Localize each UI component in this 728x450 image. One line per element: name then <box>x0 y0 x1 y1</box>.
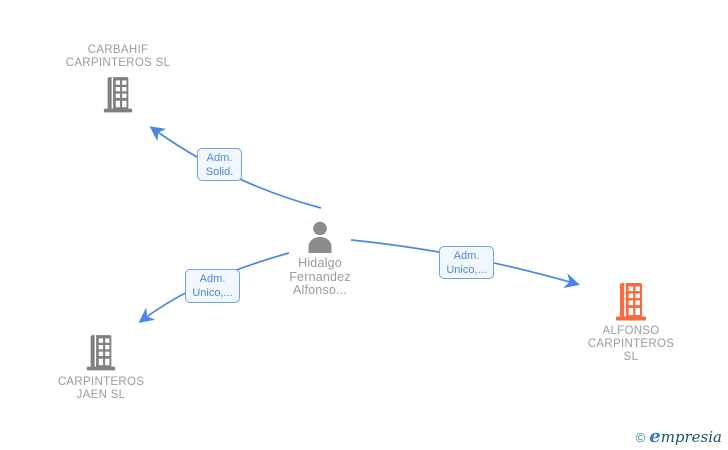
building-icon[interactable] <box>85 334 117 372</box>
person-icon[interactable] <box>307 221 333 253</box>
building-icon[interactable] <box>614 283 648 321</box>
edge-label-line: Adm. <box>199 273 226 285</box>
company-node-jaen[interactable]: CARPINTEROS JAEN SL <box>46 334 156 402</box>
edge-label-adm-solid[interactable]: Adm. Solid. <box>197 148 242 181</box>
copyright-symbol: © <box>635 430 646 445</box>
edge-label-adm-unico-right[interactable]: Adm. Unico,... <box>439 246 494 279</box>
company-node-alfonso[interactable]: ALFONSO CARPINTEROS SL <box>583 283 679 364</box>
person-node-hidalgo[interactable]: Hidalgo Fernandez Alfonso... <box>280 221 360 298</box>
brand-rest: mpresia <box>660 428 722 446</box>
person-name: Hidalgo Fernandez Alfonso... <box>289 256 351 297</box>
edge-label-line: Unico,... <box>192 287 233 299</box>
edge-label-line: Adm. <box>206 151 233 164</box>
empresia-logo[interactable]: © e mpresia <box>636 426 722 447</box>
building-icon[interactable] <box>102 76 134 114</box>
brand-initial: e <box>649 426 661 447</box>
edge-label-line: Adm. <box>453 249 480 262</box>
company-node-carbahif[interactable]: CARBAHIF CARPINTEROS SL <box>58 44 178 114</box>
company-name-alfonso: ALFONSO CARPINTEROS SL <box>587 325 675 363</box>
company-name-jaen: CARPINTEROS JAEN SL <box>57 376 145 401</box>
edge-label-line: Solid. <box>205 165 234 178</box>
edge-label-adm-unico-left[interactable]: Adm. Unico,... <box>185 269 240 303</box>
company-name-carbahif: CARBAHIF CARPINTEROS SL <box>65 44 171 69</box>
edge-label-line: Unico,... <box>446 263 487 276</box>
